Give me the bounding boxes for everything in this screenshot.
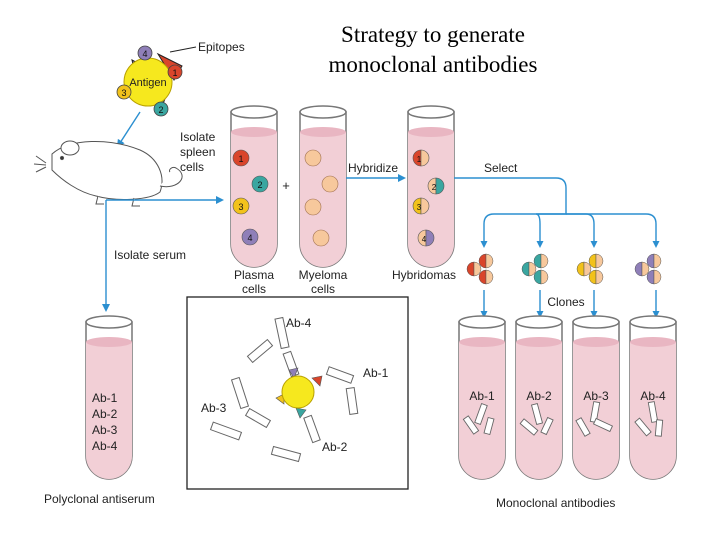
epitope-3-number: 3 [121, 88, 126, 98]
polyclonal-label: Polyclonal antiserum [44, 492, 155, 506]
inset-epitope-1 [311, 375, 323, 387]
isolate-spleen-line1: Isolate [180, 130, 216, 144]
plasma-cell-2 [251, 175, 269, 193]
monoclonal-ab-2: Ab-2 [526, 389, 552, 403]
plasma-label-line2: cells [242, 282, 266, 296]
plasma-cell-4 [241, 228, 259, 246]
hybridoma-cell-2 [427, 177, 445, 195]
hybridoma-cell-1 [412, 149, 430, 167]
plasma-cell-3-number: 3 [238, 202, 243, 212]
plasma-cell-1 [232, 149, 250, 167]
inset-ab-3: Ab-3 [201, 401, 227, 415]
polyclonal-ab-2: Ab-2 [92, 407, 118, 421]
clone-cluster-2 [521, 253, 549, 285]
monoclonal-ab-1: Ab-1 [469, 389, 495, 403]
antigen-label: Antigen [129, 77, 166, 89]
hybridoma-cell-4-number: 4 [422, 235, 427, 244]
inset-ab-1: Ab-1 [363, 366, 389, 380]
monoclonal-tube-1 [458, 315, 506, 480]
hybridoma-cell-3-number: 3 [417, 203, 422, 212]
monoclonal-ab-3: Ab-3 [583, 389, 609, 403]
epitope-2-number: 2 [158, 105, 163, 115]
plasma-cell-4-number: 4 [247, 233, 252, 243]
hybridoma-cell-2-number: 2 [432, 183, 437, 192]
isolate-spleen-line3: cells [180, 160, 204, 174]
plasma-cell-3 [232, 197, 250, 215]
monoclonal-tube-3 [572, 315, 620, 480]
inset-ab-4: Ab-4 [286, 316, 312, 330]
isolate-spleen-line2: spleen [180, 145, 215, 159]
hybridoma-cell-4 [417, 229, 435, 247]
monoclonal-label: Monoclonal antibodies [496, 496, 615, 510]
inset-epitope-2 [295, 407, 307, 419]
myeloma-cell-3 [304, 198, 322, 216]
myeloma-cell-1 [304, 149, 322, 167]
monoclonal-tube-2 [515, 315, 563, 480]
inset-antibodies [209, 316, 359, 463]
epitope-4-badge [137, 45, 153, 61]
clone-cluster-1 [466, 253, 494, 285]
inset-ab-2: Ab-2 [322, 440, 348, 454]
clone-branch-arrows [480, 206, 660, 248]
hybridoma-cell-3 [412, 197, 430, 215]
mouse-illustration [33, 140, 183, 207]
monoclonal-ab-4: Ab-4 [640, 389, 666, 403]
plasma-cell-2-number: 2 [257, 180, 262, 190]
polyclonal-ab-1: Ab-1 [92, 391, 118, 405]
select-arrow [454, 177, 567, 206]
hybridize-label: Hybridize [348, 161, 398, 175]
myeloma-label-line2: cells [311, 282, 335, 296]
title-line-1: Strategy to generate [341, 22, 525, 47]
plasma-label-line1: Plasma [234, 268, 274, 282]
epitope-3-badge [116, 84, 132, 100]
monoclonal-tube-4 [629, 315, 677, 480]
myeloma-label-line1: Myeloma [299, 268, 348, 282]
epitope-4-number: 4 [142, 49, 147, 59]
antigen-to-mouse-arrow [116, 111, 141, 148]
polyclonal-tube [85, 315, 133, 480]
clone-cluster-3 [576, 253, 604, 285]
inset-antigen [281, 375, 315, 409]
epitopes-label: Epitopes [198, 40, 245, 54]
hybridoma-cell-1-number: 1 [417, 155, 422, 164]
plasma-cell-1-number: 1 [238, 154, 243, 164]
clones-label: Clones [547, 295, 584, 309]
myeloma-cell-2 [321, 175, 339, 193]
myeloma-cell-4 [312, 229, 330, 247]
title-line-2: monoclonal antibodies [328, 52, 538, 77]
plus-sign: + [282, 178, 290, 193]
hybridomas-label: Hybridomas [392, 268, 456, 282]
select-label: Select [484, 161, 518, 175]
epitope-1-number: 1 [172, 68, 177, 78]
polyclonal-ab-4: Ab-4 [92, 439, 118, 453]
clone-down-arrows [480, 290, 660, 318]
antigen-group: Antigen 4 1 3 2 Epitopes [116, 40, 245, 117]
inset-epitope-4 [288, 367, 299, 379]
epitopes-pointer [169, 46, 197, 53]
diagram-title: Strategy to generate monoclonal antibodi… [278, 20, 588, 80]
epitope-1-badge [167, 64, 183, 80]
clone-cluster-4 [634, 253, 662, 285]
polyclonal-ab-3: Ab-3 [92, 423, 118, 437]
epitope-2-badge [153, 101, 169, 117]
isolate-serum-label: Isolate serum [114, 248, 186, 262]
